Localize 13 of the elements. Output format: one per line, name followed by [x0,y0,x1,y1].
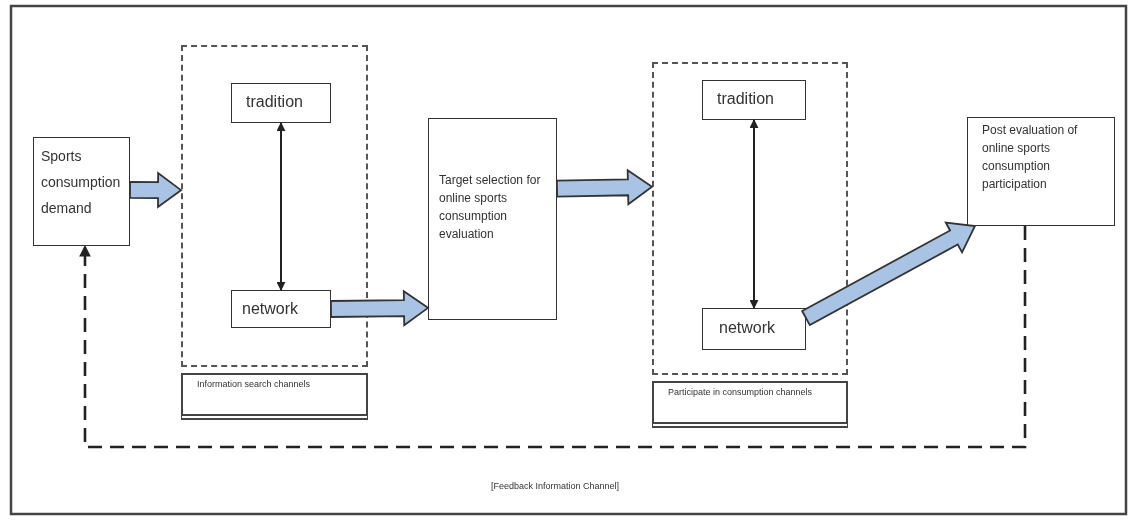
edge-label: [Feedback Information Channel] [488,481,622,491]
process-box: network [231,290,331,328]
process-box: Target selection for online sports consumption evaluation [428,118,557,320]
double-arrow [749,119,759,309]
process-box: Sports consumption demand [33,137,130,246]
channel-caption: Information search channels [181,373,368,420]
channel-caption: Participate in consumption channels [652,381,848,428]
process-box: Post evaluation of online sports consumption participation [967,117,1115,226]
double-arrow [276,122,286,291]
process-box: network [702,308,806,350]
process-box: tradition [231,83,331,123]
process-box: tradition [702,80,806,120]
feedback-arrow [79,226,1027,449]
